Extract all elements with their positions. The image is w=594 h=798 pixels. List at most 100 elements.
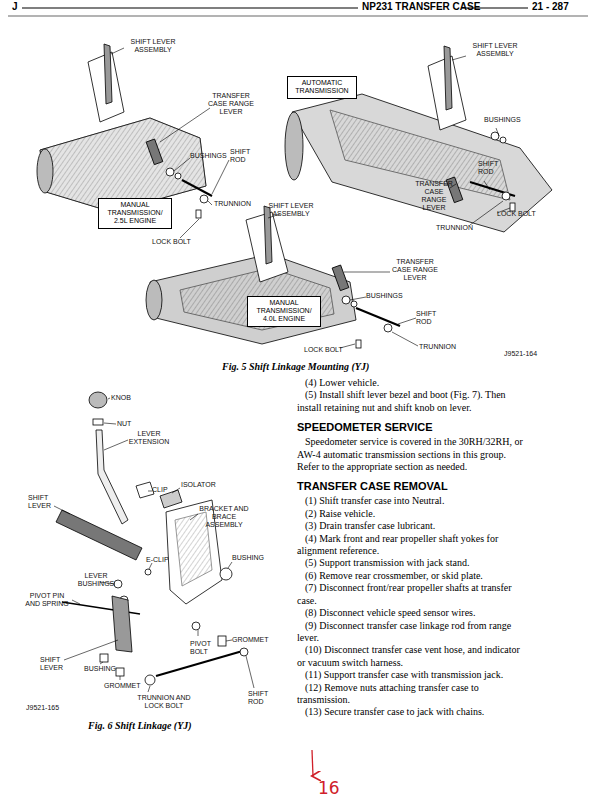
part-label: CLIP bbox=[152, 486, 168, 494]
part-label: LOCK BOLT bbox=[497, 210, 537, 218]
leader-lines bbox=[54, 506, 70, 514]
leader-lines bbox=[198, 630, 199, 636]
transfer-case-2-5l bbox=[182, 180, 212, 196]
section-heading: TRANSFER CASE REMOVAL bbox=[297, 480, 529, 493]
leader-lines bbox=[120, 676, 121, 680]
part-label: SHIFT ROD bbox=[230, 148, 256, 164]
part-label: J9521-164 bbox=[504, 350, 554, 358]
shift-linkage bbox=[145, 569, 151, 575]
part-label: SHIFT ROD bbox=[416, 310, 442, 326]
part-label: BUSHINGS bbox=[366, 292, 406, 300]
leader-lines bbox=[212, 160, 229, 194]
shift-linkage bbox=[93, 419, 103, 425]
leader-lines bbox=[350, 297, 366, 300]
leader-lines bbox=[111, 48, 124, 54]
shift-linkage bbox=[116, 668, 124, 676]
leader-lines bbox=[160, 108, 210, 142]
part-label: NUT bbox=[117, 420, 131, 428]
part-label: LEVER EXTENSION bbox=[128, 430, 170, 446]
leader-lines bbox=[72, 600, 80, 604]
shift-linkage bbox=[114, 580, 122, 588]
leader-lines bbox=[104, 440, 128, 450]
leader-lines bbox=[100, 662, 103, 664]
transfer-case-2-5l bbox=[37, 149, 53, 193]
procedure-step: (7) Disconnect front/rear propeller shaf… bbox=[297, 582, 529, 607]
part-label: PIVOT PIN AND SPRING bbox=[22, 592, 72, 608]
part-label: TRANSFER CASE RANGE LEVER bbox=[390, 258, 440, 282]
procedure-step: (13) Secure transfer case to jack with c… bbox=[297, 706, 529, 718]
leader-lines bbox=[108, 398, 110, 399]
page-header: 21 - 287 bbox=[532, 1, 569, 12]
text-column: (4) Lower vehicle.(5) Install shift leve… bbox=[297, 377, 529, 719]
part-label: GROMMET bbox=[104, 682, 141, 690]
part-label: BUSHING bbox=[84, 665, 116, 673]
procedure-step: (8) Disconnect vehicle speed sensor wire… bbox=[297, 607, 529, 619]
part-label: GROMMET bbox=[232, 636, 269, 644]
procedure-step: (5) Install shift lever bezel and boot (… bbox=[297, 389, 529, 414]
shift-linkage bbox=[136, 482, 154, 498]
leader-lines bbox=[172, 488, 180, 493]
part-label: BUSHINGS bbox=[190, 152, 230, 160]
boxed-label: MANUAL TRANSMISSION/ 2.5L ENGINE bbox=[98, 198, 172, 229]
procedure-step: (2) Raise vehicle. bbox=[297, 508, 529, 520]
part-label: SHIFT LEVER ASSEMBLY bbox=[124, 38, 182, 54]
procedure-step: (6) Remove rear crossmember, or skid pla… bbox=[297, 570, 529, 582]
shift-linkage bbox=[100, 654, 108, 662]
procedure-step: (11) Support transfer case with transmis… bbox=[297, 669, 529, 681]
header-rule bbox=[22, 7, 358, 8]
part-label: PIVOT BOLT bbox=[190, 640, 220, 656]
leader-lines bbox=[392, 332, 418, 346]
part-label: SHIFT ROD bbox=[248, 690, 278, 706]
shift-linkage bbox=[112, 596, 132, 652]
procedure-step: (4) Lower vehicle. bbox=[297, 377, 529, 389]
part-label: TRUNNION AND LOCK BOLT bbox=[136, 694, 192, 710]
shift-linkage bbox=[220, 568, 232, 580]
shift-linkage bbox=[96, 430, 128, 524]
part-label: J9521-165 bbox=[26, 704, 59, 712]
transfer-case-2-5l bbox=[175, 173, 181, 179]
shift-linkage bbox=[89, 392, 107, 408]
leader-lines bbox=[268, 214, 418, 348]
leader-lines bbox=[148, 686, 150, 692]
procedure-step: (9) Disconnect transfer case linkage rod… bbox=[297, 620, 529, 645]
leader-lines bbox=[180, 219, 199, 238]
transfer-case-4-0l bbox=[146, 206, 400, 348]
transfer-case-4-0l bbox=[342, 296, 350, 304]
procedure-step: (4) Mark front and rear propeller shaft … bbox=[297, 533, 529, 558]
automatic-transmission bbox=[510, 203, 515, 211]
automatic-transmission bbox=[444, 46, 452, 110]
transfer-case-4-0l bbox=[146, 280, 162, 320]
leader-lines bbox=[54, 398, 254, 692]
figure-caption: Fig. 6 Shift Linkage (YJ) bbox=[88, 720, 192, 731]
leader-lines bbox=[174, 158, 190, 171]
shift-linkage bbox=[56, 392, 248, 685]
node-text: MANUAL TRANSMISSION/ 2.5L ENGINE bbox=[102, 201, 168, 225]
node-text: MANUAL TRANSMISSION/ 4.0L ENGINE bbox=[251, 299, 317, 323]
page-header: NP231 TRANSFER CASE bbox=[362, 1, 480, 12]
leader-lines bbox=[104, 423, 116, 424]
leader-lines bbox=[64, 640, 118, 660]
boxed-label: MANUAL TRANSMISSION/ 4.0L ENGINE bbox=[247, 296, 321, 327]
transfer-case-2-5l bbox=[146, 139, 163, 165]
automatic-transmission bbox=[285, 46, 552, 232]
transfer-case-4-0l bbox=[356, 308, 400, 326]
header-rule bbox=[8, 8, 588, 16]
automatic-transmission bbox=[502, 192, 510, 200]
part-label: TRANSFER CASE RANGE LEVER bbox=[414, 180, 454, 212]
leader-lines bbox=[208, 201, 212, 205]
leader-lines bbox=[484, 181, 490, 190]
page-header: J bbox=[12, 1, 18, 12]
leader-lines bbox=[228, 562, 232, 568]
leader-lines bbox=[496, 128, 499, 136]
part-label: BUSHINGS bbox=[484, 116, 524, 124]
handwritten-note: 16 bbox=[318, 778, 340, 798]
leader-lines bbox=[149, 563, 152, 569]
part-label: ISOLATOR bbox=[181, 481, 216, 489]
automatic-transmission bbox=[500, 137, 506, 143]
transfer-case-2-5l bbox=[196, 210, 201, 218]
part-label: TRUNNION bbox=[436, 224, 476, 232]
part-label: SHIFT LEVER ASSEMBLY bbox=[466, 42, 524, 58]
automatic-transmission bbox=[285, 112, 303, 180]
automatic-transmission bbox=[292, 94, 552, 232]
